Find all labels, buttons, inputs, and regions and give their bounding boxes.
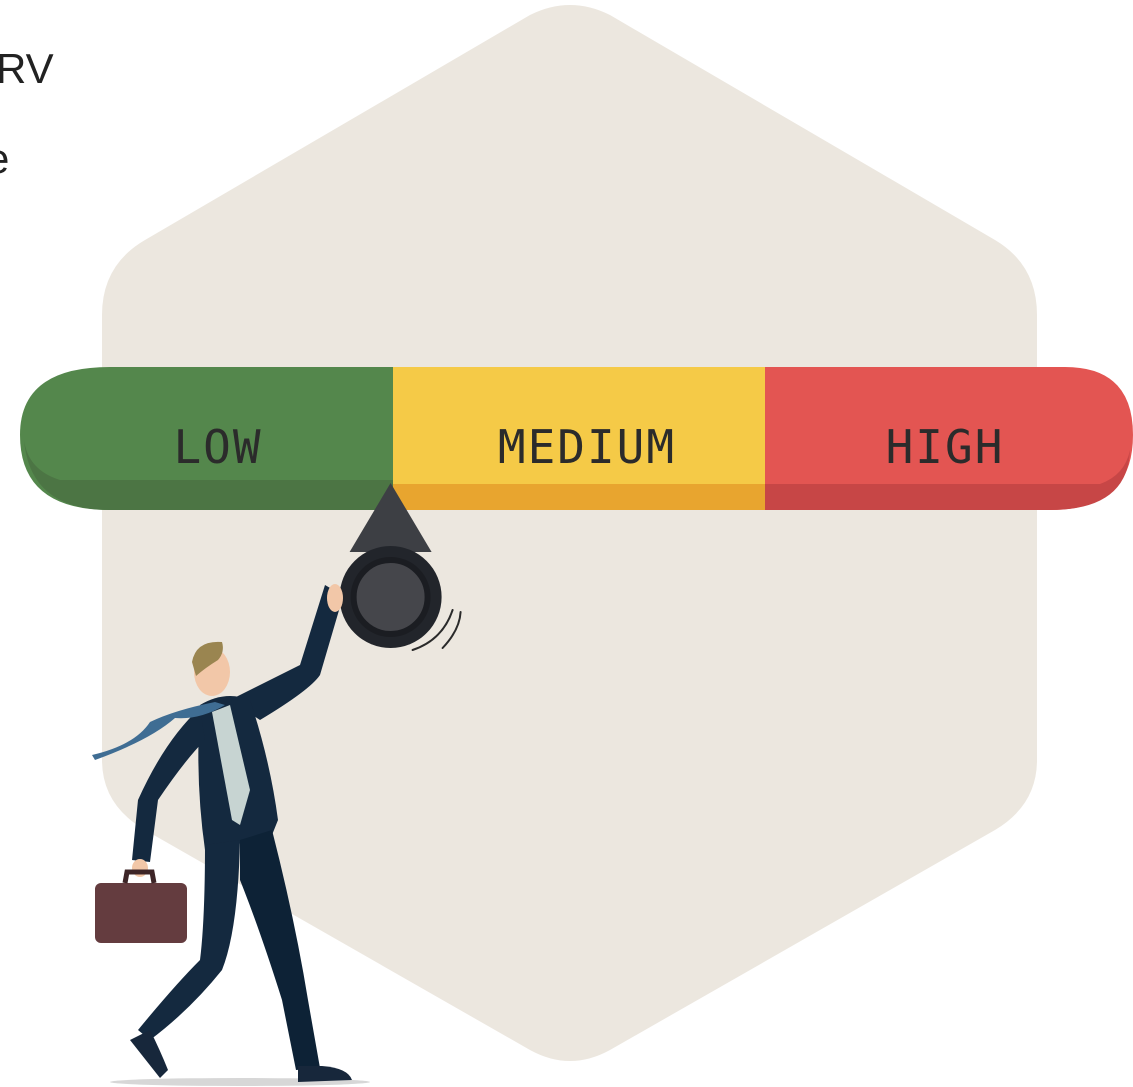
raised-arm	[230, 585, 342, 720]
businessman-figure	[92, 584, 370, 1086]
pointer-arrow	[349, 483, 432, 552]
meter-segment-medium-shade	[393, 484, 765, 510]
meter-label-medium: MEDIUM	[498, 420, 676, 474]
right-shoe-icon	[298, 1066, 352, 1082]
briefcase-handle	[122, 869, 157, 884]
risk-meter-bar: LOW MEDIUM HIGH	[20, 367, 1133, 510]
hexagon-background	[102, 5, 1037, 1061]
motion-lines-icon	[411, 609, 462, 651]
clipped-subheading-text: e	[0, 138, 9, 180]
meter-label-low: LOW	[173, 420, 262, 474]
hair	[192, 641, 223, 676]
clipped-heading-text: RV	[0, 45, 54, 92]
shirt	[212, 705, 250, 825]
necktie	[92, 702, 225, 760]
right-leg	[240, 830, 320, 1070]
meter-label-high: HIGH	[886, 420, 1005, 474]
meter-segment-high-shade	[765, 450, 1130, 510]
lowered-arm	[132, 708, 205, 862]
left-shoe-icon	[130, 1030, 168, 1078]
meter-segment-low	[20, 367, 393, 510]
meter-pointer	[339, 483, 462, 651]
meter-segment-high	[765, 367, 1133, 510]
meter-segment-low-shade	[24, 440, 393, 510]
raised-hand	[327, 584, 343, 612]
briefcase-icon	[95, 883, 187, 943]
pointer-knob-inner	[350, 557, 431, 637]
left-leg	[138, 840, 240, 1040]
